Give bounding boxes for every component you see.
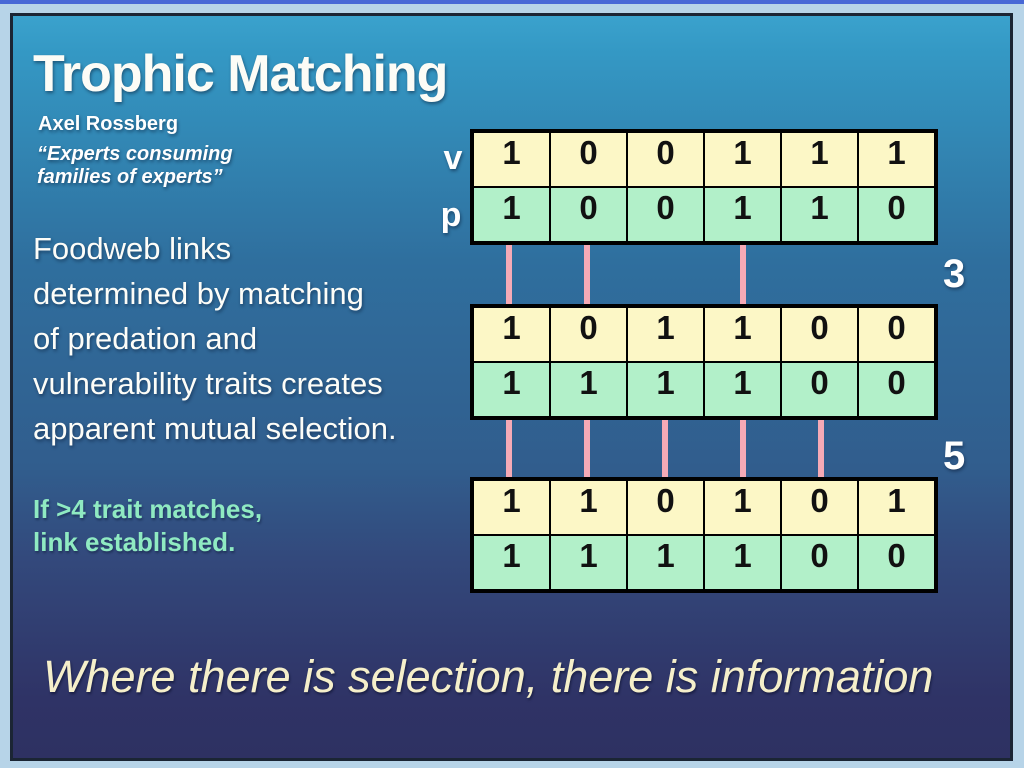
- trait-cell: 0: [627, 132, 704, 187]
- trait-cell: 1: [781, 187, 858, 242]
- trait-cell: 0: [550, 187, 627, 242]
- trait-cell: 0: [858, 535, 935, 590]
- trait-cell: 0: [627, 187, 704, 242]
- note-text: If >4 trait matches, link established.: [33, 493, 262, 559]
- trait-cell: 0: [627, 480, 704, 535]
- trait-cell: 0: [858, 362, 935, 417]
- body-line: apparent mutual selection.: [33, 411, 397, 446]
- trait-cell: 0: [781, 535, 858, 590]
- trait-cell: 1: [627, 307, 704, 362]
- connector-group-1: [470, 245, 938, 304]
- match-connector-line: [584, 420, 590, 477]
- trait-cell: 1: [550, 480, 627, 535]
- body-text: Foodweb links determined by matching of …: [33, 226, 397, 451]
- trait-cell: 0: [781, 362, 858, 417]
- page-title: Trophic Matching: [33, 45, 448, 103]
- match-connector-line: [740, 420, 746, 477]
- slide: Trophic Matching Axel Rossberg “Experts …: [10, 13, 1013, 761]
- trait-cell: 1: [550, 535, 627, 590]
- trait-cell: 0: [550, 132, 627, 187]
- trait-cell: 1: [858, 480, 935, 535]
- trait-cell: 0: [550, 307, 627, 362]
- trait-cell: 1: [627, 535, 704, 590]
- trait-cell: 0: [858, 307, 935, 362]
- trait-cell: 0: [858, 187, 935, 242]
- trait-cell: 0: [781, 307, 858, 362]
- match-count-label: 5: [943, 434, 966, 478]
- match-count-label: 3: [943, 252, 966, 296]
- trait-cell: 0: [781, 480, 858, 535]
- trait-cell: 1: [704, 307, 781, 362]
- trait-cell: 1: [704, 187, 781, 242]
- body-line: determined by matching: [33, 276, 364, 311]
- quote-text: “Experts consuming families of experts”: [37, 143, 233, 189]
- trait-cell: 1: [473, 535, 550, 590]
- trait-cell: 1: [781, 132, 858, 187]
- trait-cell: 1: [858, 132, 935, 187]
- trait-cell: 1: [704, 362, 781, 417]
- body-line: vulnerability traits creates: [33, 366, 383, 401]
- trait-cell: 1: [473, 187, 550, 242]
- row-label-v: v: [443, 139, 463, 177]
- match-connector-line: [662, 420, 668, 477]
- note-line: link established.: [33, 527, 236, 557]
- trait-cell: 1: [473, 132, 550, 187]
- note-line: If >4 trait matches,: [33, 494, 263, 524]
- quote-line: “Experts consuming: [37, 143, 233, 165]
- footer-text: Where there is selection, there is infor…: [43, 651, 934, 702]
- body-line: of predation and: [33, 321, 258, 356]
- frame-top-strip: [0, 0, 1024, 4]
- quote-line: families of experts”: [37, 166, 223, 188]
- row-label-p: p: [440, 196, 462, 234]
- match-connector-line: [584, 245, 590, 304]
- trait-cell: 1: [704, 535, 781, 590]
- match-connector-line: [506, 420, 512, 477]
- trait-cell: 1: [627, 362, 704, 417]
- trait-cell: 1: [550, 362, 627, 417]
- author-name: Axel Rossberg: [38, 113, 179, 135]
- trait-cell: 1: [473, 480, 550, 535]
- match-connector-line: [740, 245, 746, 304]
- connector-group-2: [470, 420, 938, 477]
- match-connector-line: [506, 245, 512, 304]
- body-line: Foodweb links: [33, 231, 232, 266]
- trait-cell: 1: [473, 307, 550, 362]
- trait-cell: 1: [704, 480, 781, 535]
- trait-cell: 1: [704, 132, 781, 187]
- match-connector-line: [818, 420, 824, 477]
- trait-cell: 1: [473, 362, 550, 417]
